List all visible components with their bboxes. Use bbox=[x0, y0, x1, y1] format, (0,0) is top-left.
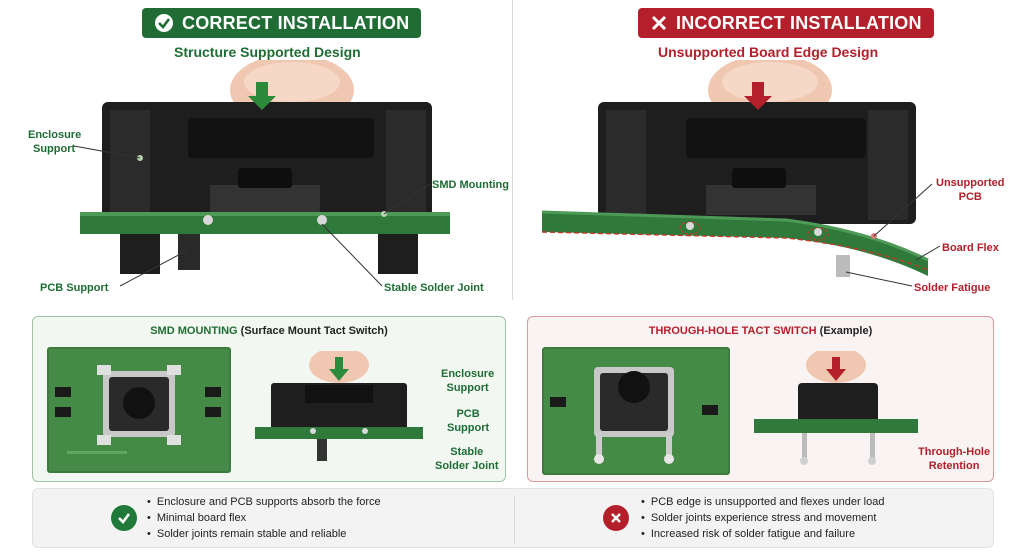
correct-installation-illustration bbox=[73, 60, 450, 287]
smd-enclosure-support-line2: Support bbox=[446, 382, 489, 394]
smd-pcb-support-label: PCB Support bbox=[447, 407, 489, 435]
stable-solder-joint-label: Stable Solder Joint bbox=[384, 282, 484, 294]
smd-cross-section-illustration bbox=[255, 351, 423, 461]
good-summary-item: Solder joints remain stable and reliable bbox=[147, 526, 381, 542]
x-icon bbox=[611, 513, 621, 523]
x-icon bbox=[651, 15, 667, 31]
through-hole-retention-line2: Retention bbox=[928, 460, 980, 472]
through-hole-panel: THROUGH-HOLE TACT SWITCH (Example) Throu… bbox=[527, 316, 994, 482]
incorrect-installation-title: INCORRECT INSTALLATION bbox=[676, 12, 922, 33]
through-hole-retention-label: Through-Hole Retention bbox=[918, 445, 990, 473]
through-hole-retention-line1: Through-Hole bbox=[918, 446, 991, 458]
through-hole-switch-photo bbox=[542, 347, 730, 475]
correct-installation-badge: CORRECT INSTALLATION bbox=[142, 8, 422, 38]
smd-switch-photo bbox=[47, 347, 231, 473]
press-arrow-icon bbox=[826, 357, 846, 381]
unsupported-pcb-label-line2: PCB bbox=[958, 191, 982, 203]
correct-installation-title: CORRECT INSTALLATION bbox=[182, 12, 410, 33]
incorrect-subtitle: Unsupported Board Edge Design bbox=[658, 44, 879, 60]
unsupported-pcb-label-line1: Unsupported bbox=[936, 177, 1005, 189]
smd-panel-title-sub: (Surface Mount Tact Switch) bbox=[240, 325, 388, 337]
enclosure-support-label-line1: Enclosure bbox=[28, 129, 82, 141]
check-icon bbox=[155, 14, 173, 32]
enclosure-support-label-line2: Support bbox=[33, 143, 76, 155]
press-arrow-icon bbox=[744, 82, 772, 110]
bad-summary-list: PCB edge is unsupported and flexes under… bbox=[641, 494, 885, 542]
bad-summary-item: Increased risk of solder fatigue and fai… bbox=[641, 526, 884, 542]
th-panel-title: THROUGH-HOLE TACT SWITCH (Example) bbox=[528, 325, 993, 337]
smd-mounting-label: SMD Mounting bbox=[432, 179, 509, 191]
press-arrow-icon bbox=[329, 357, 349, 381]
good-summary-item: Enclosure and PCB supports absorb the fo… bbox=[147, 494, 381, 510]
bad-summary-item: Solder joints experience stress and move… bbox=[641, 510, 884, 526]
smd-mounting-panel: SMD MOUNTING (Surface Mount Tact Switch)… bbox=[32, 316, 506, 482]
smd-pcb-support-line1: PCB bbox=[456, 408, 480, 420]
bad-summary-item: PCB edge is unsupported and flexes under… bbox=[641, 494, 885, 510]
solder-joint-left bbox=[203, 215, 213, 225]
check-icon bbox=[118, 513, 131, 524]
solder-fatigue-label: Solder Fatigue bbox=[914, 282, 991, 294]
press-arrow-icon bbox=[248, 82, 276, 110]
smd-stable-solder-joint-line1: Stable bbox=[450, 446, 484, 458]
solder-joint-right bbox=[317, 215, 327, 225]
through-hole-cross-section-illustration bbox=[754, 351, 918, 465]
good-summary-list: Enclosure and PCB supports absorb the fo… bbox=[147, 494, 381, 542]
correct-subtitle: Structure Supported Design bbox=[174, 44, 361, 60]
good-check-badge bbox=[111, 505, 137, 531]
good-summary-item: Minimal board flex bbox=[147, 510, 381, 526]
smd-panel-title: SMD MOUNTING (Surface Mount Tact Switch) bbox=[33, 325, 505, 337]
pcb-support-label: PCB Support bbox=[40, 282, 109, 294]
smd-enclosure-support-line1: Enclosure bbox=[441, 368, 495, 380]
board-flex-label: Board Flex bbox=[942, 242, 999, 254]
section-divider bbox=[512, 0, 513, 300]
summary-separator bbox=[514, 495, 515, 543]
smd-stable-solder-joint-label: Stable Solder Joint bbox=[435, 445, 499, 473]
th-panel-title-main: THROUGH-HOLE TACT SWITCH bbox=[648, 325, 817, 337]
unsupported-pcb-label: Unsupported PCB bbox=[936, 176, 1004, 204]
incorrect-installation-illustration bbox=[541, 60, 941, 287]
smd-pcb-support-line2: Support bbox=[447, 422, 490, 434]
pcb-board bbox=[80, 212, 450, 234]
th-panel-title-sub: (Example) bbox=[819, 325, 873, 337]
smd-stable-solder-joint-line2: Solder Joint bbox=[435, 460, 499, 472]
smd-enclosure-support-label: Enclosure Support bbox=[441, 367, 494, 395]
enclosure-support-label: Enclosure Support bbox=[28, 128, 81, 156]
bad-x-badge bbox=[603, 505, 629, 531]
summary-bar: Enclosure and PCB supports absorb the fo… bbox=[32, 488, 994, 548]
smd-panel-title-main: SMD MOUNTING bbox=[150, 325, 238, 337]
pcb-support-post bbox=[178, 234, 200, 270]
incorrect-installation-badge: INCORRECT INSTALLATION bbox=[638, 8, 934, 38]
